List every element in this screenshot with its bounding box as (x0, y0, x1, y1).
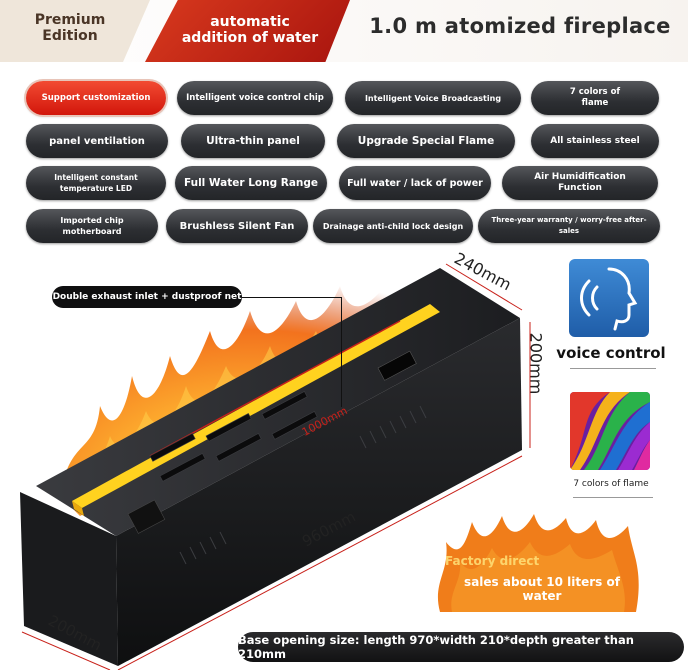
feature-pill: panel ventilation (26, 124, 168, 158)
feature-pill: Three-year warranty / worry-free after-s… (478, 209, 660, 243)
premium-edition-tab (0, 0, 150, 62)
page-title: 1.0 m atomized fireplace (369, 14, 671, 38)
voice-face-icon (580, 267, 638, 331)
feature-pill: Upgrade Special Flame (337, 124, 515, 158)
flame-shape-graphic (437, 514, 639, 612)
voice-control-label: voice control (556, 344, 666, 362)
feature-pill: Drainage anti-child lock design (313, 209, 473, 243)
feature-pill: Support customization (26, 81, 166, 115)
voice-control-image (569, 259, 649, 337)
feature-pill: Imported chip motherboard (26, 209, 158, 243)
feature-pill: Full Water Long Range (175, 166, 327, 200)
feature-pill: All stainless steel (531, 124, 659, 158)
color-swirl-icon (570, 392, 650, 470)
automatic-water-tab (145, 0, 350, 62)
feature-pill: Ultra-thin panel (181, 124, 325, 158)
water-line-1: Factory direct (445, 554, 540, 568)
exhaust-callout: Double exhaust inlet + dustproof net (52, 286, 242, 308)
flame-colors-label: 7 colors of flame (573, 479, 649, 489)
premium-edition-label: Premium Edition (34, 12, 106, 44)
flame-colors-image (570, 392, 650, 470)
callout-line (242, 297, 342, 298)
fireplace-illustration (20, 263, 531, 670)
feature-pill: Intelligent constant temperature LED (26, 166, 166, 200)
divider (573, 497, 653, 498)
feature-pill: Air Humidification Function (502, 166, 658, 200)
callout-line (341, 297, 342, 407)
feature-pill: Brushless Silent Fan (166, 209, 308, 243)
water-line-2: sales about 10 liters of water (464, 575, 620, 603)
feature-pill: Full water / lack of power (339, 166, 491, 200)
divider (570, 368, 656, 369)
base-opening-size-bar: Base opening size: length 970*width 210*… (238, 632, 684, 662)
feature-pill: 7 colors of flame (531, 81, 659, 115)
feature-pill: Intelligent voice control chip (177, 81, 333, 115)
feature-pill: Intelligent Voice Broadcasting (345, 81, 521, 115)
automatic-water-label: automatic addition of water (181, 14, 319, 46)
dimension-height: 200mm (526, 332, 546, 395)
